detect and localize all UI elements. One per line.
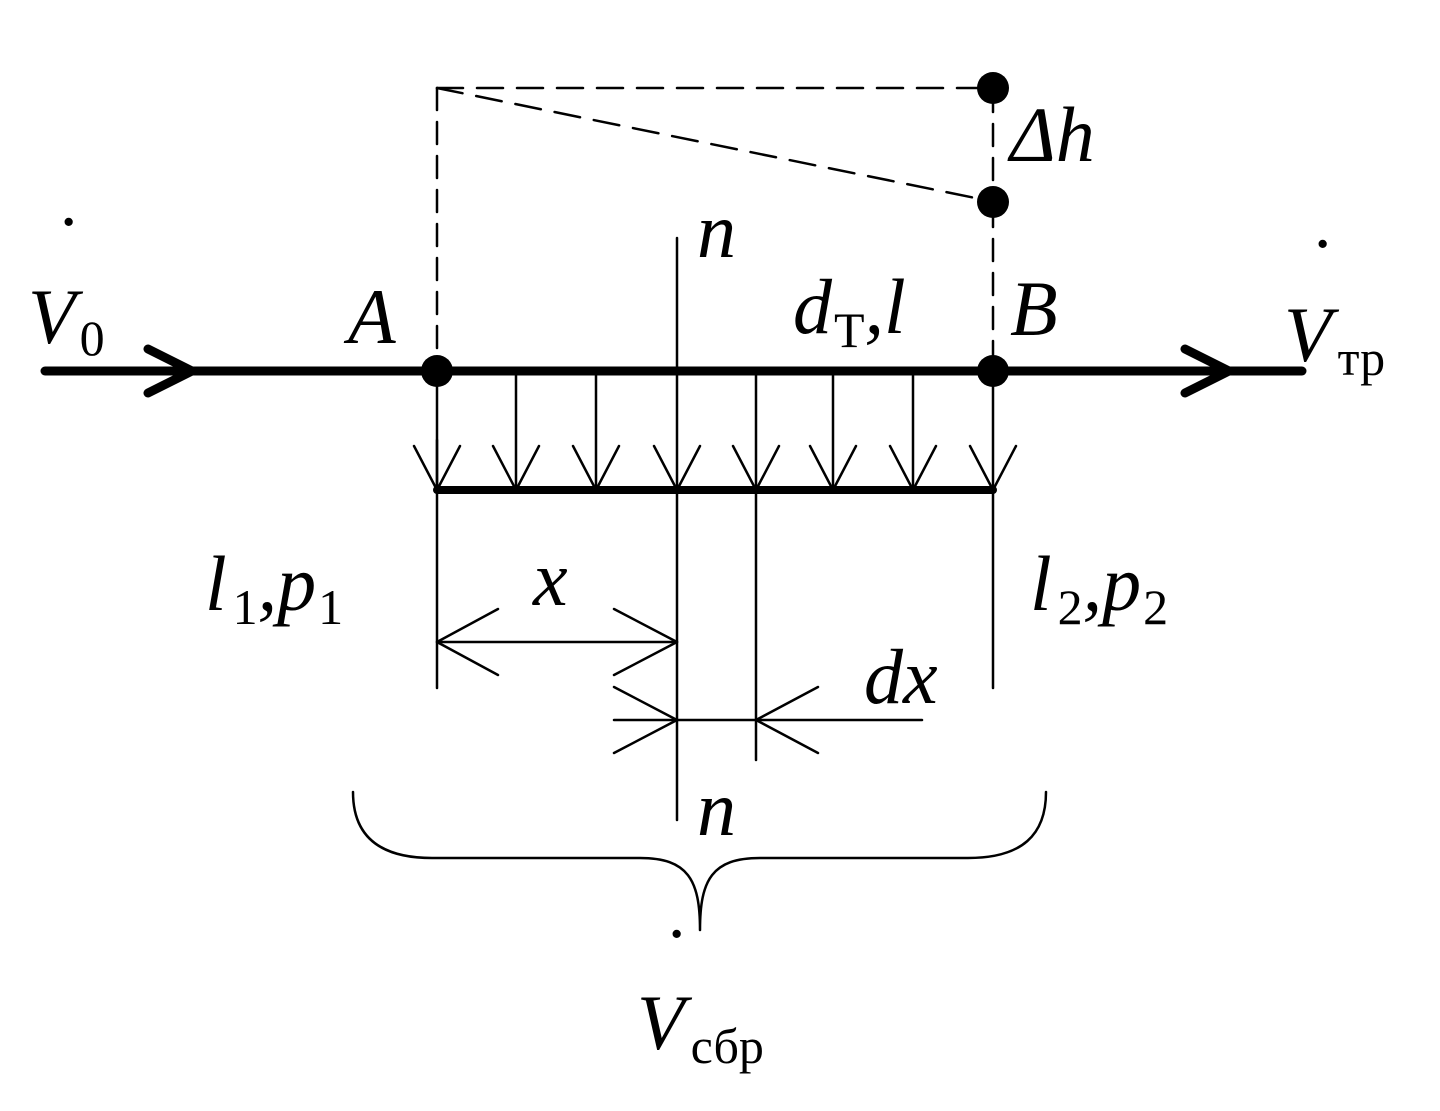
dx-arrow-right [754,685,820,755]
label-point-a: A [348,273,396,360]
x-arrow-left [435,607,500,677]
discharge-arrows [412,369,1018,492]
discharge-brace [351,790,1048,932]
label-pipe-diameter-length: dТ,l [793,263,906,358]
inlet-arrowhead [143,344,197,398]
label-section-n-bottom: n [697,765,736,852]
label-v0: V0 [28,273,105,366]
label-point-b: B [1010,265,1058,352]
dh-bottom-node [977,186,1009,218]
label-dx: dx [864,633,938,720]
dh-top-node [977,72,1009,104]
outlet-arrowhead [1180,344,1234,398]
label-delta-h: Δh [1010,91,1095,178]
dx-arrow-left [612,685,679,755]
point-b-node [977,355,1009,387]
point-a-node [421,355,453,387]
vtr-overdot: · [1311,206,1335,283]
x-arrow-right [612,607,679,677]
label-x: x [533,535,568,622]
dashed-slope-line [435,86,987,202]
v0-overdot: · [57,184,81,261]
vsbr-overdot: · [665,896,689,973]
label-section-n-top: n [697,187,736,274]
